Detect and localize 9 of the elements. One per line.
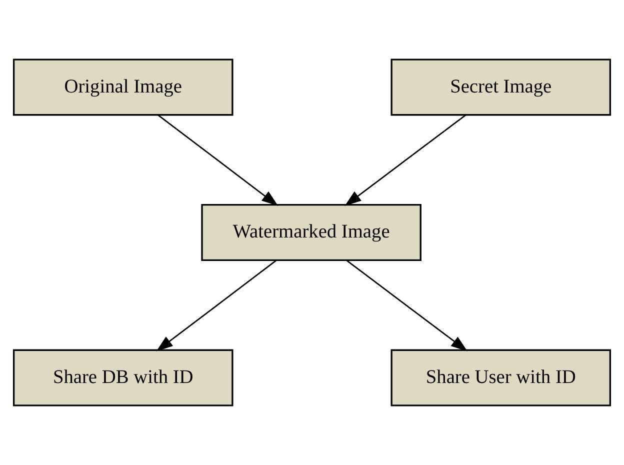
node-box: Original Image: [12, 58, 234, 116]
arrow: [156, 260, 277, 352]
arrow: [346, 260, 468, 352]
node-box: Share DB with ID: [12, 349, 234, 406]
arrow: [158, 114, 278, 206]
arrow: [344, 114, 466, 206]
node-box: Watermarked Image: [201, 204, 422, 261]
node-box: Secret Image: [390, 58, 612, 116]
node-box: Share User with ID: [390, 349, 612, 406]
